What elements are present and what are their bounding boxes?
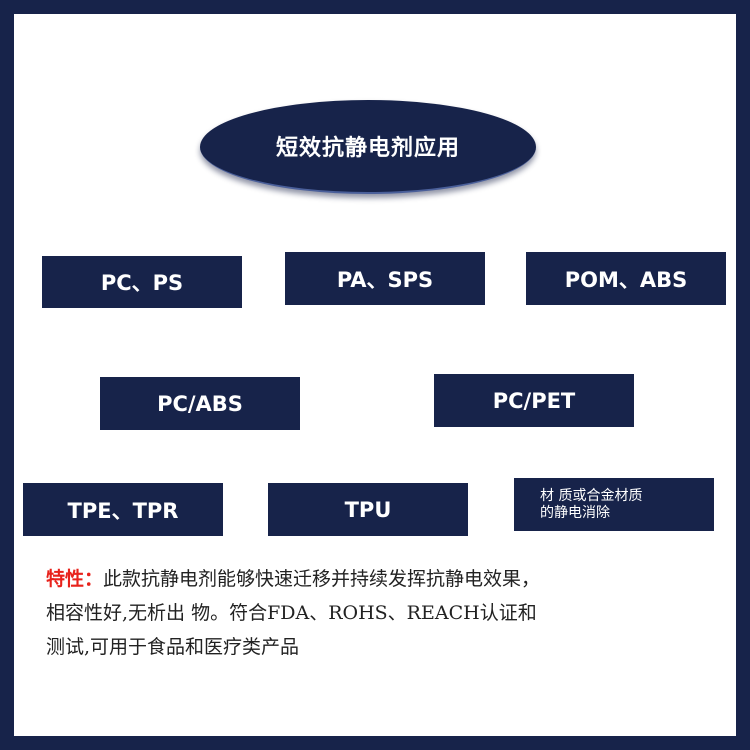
features-line-2: 相容性好,无析出 物。符合FDA、ROHS、REACH认证和 xyxy=(46,602,537,624)
material-box-pc-pet: PC/PET xyxy=(434,374,634,427)
material-box-pc-abs: PC/ABS xyxy=(100,377,300,430)
features-text-1: 此款抗静电剂能够快速迁移并持续发挥抗静电效果， xyxy=(103,568,541,590)
features-label: 特性： xyxy=(46,568,104,590)
material-box-tpu: TPU xyxy=(268,483,468,536)
material-box-pa-sps: PA、SPS xyxy=(285,252,485,305)
material-box-alloy: 材 质或合金材质 的静电消除 xyxy=(514,478,714,531)
material-box-pc-ps: PC、PS xyxy=(42,256,242,308)
material-box-pom-abs: POM、ABS xyxy=(526,252,726,305)
material-box-tpe-tpr: TPE、TPR xyxy=(23,483,223,536)
title-badge: 短效抗静电剂应用 xyxy=(200,100,536,194)
features-line-1: 特性：此款抗静电剂能够快速迁移并持续发挥抗静电效果， xyxy=(46,562,686,596)
features-paragraph: 特性：此款抗静电剂能够快速迁移并持续发挥抗静电效果， 相容性好,无析出 物。符合… xyxy=(46,562,686,664)
features-line-3: 测试,可用于食品和医疗类产品 xyxy=(46,636,300,658)
